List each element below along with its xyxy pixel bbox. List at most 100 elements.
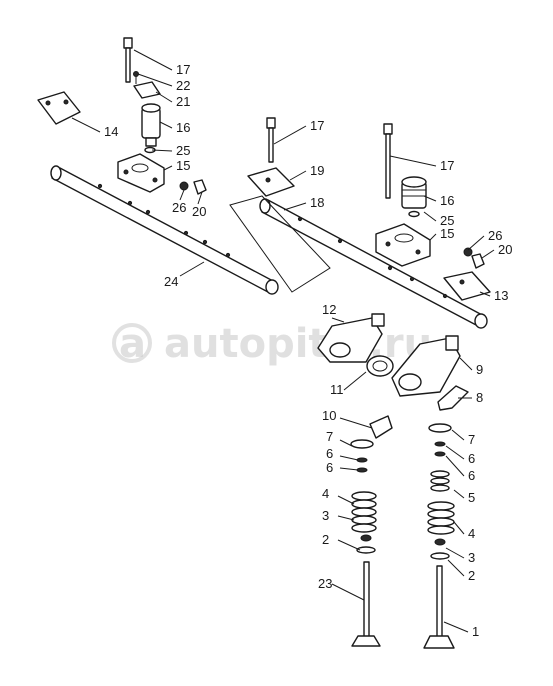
watermark-ring bbox=[112, 323, 152, 363]
callout-leader bbox=[445, 547, 465, 559]
callout-leader bbox=[467, 235, 485, 251]
callout-leader bbox=[423, 195, 437, 202]
callout-number: 12 bbox=[322, 302, 336, 317]
callout-number: 19 bbox=[310, 163, 324, 178]
callout-number: 17 bbox=[440, 158, 454, 173]
right-shaft-bracket bbox=[375, 223, 431, 267]
callout-leader bbox=[339, 417, 373, 429]
callout-number: 17 bbox=[310, 118, 324, 133]
callout-number: 1 bbox=[472, 624, 479, 639]
callout-leader bbox=[133, 49, 173, 71]
callout-leader bbox=[443, 621, 469, 633]
callout-number: 8 bbox=[476, 390, 483, 405]
callout-number: 16 bbox=[176, 120, 190, 135]
callout-leader bbox=[163, 165, 173, 171]
callout-leader bbox=[331, 317, 345, 323]
callout-number: 25 bbox=[176, 143, 190, 158]
callout-leader bbox=[339, 467, 359, 471]
right-end-support bbox=[247, 167, 295, 197]
callout-leader bbox=[445, 455, 465, 477]
rocker-bushing bbox=[366, 355, 394, 377]
callout-number: 18 bbox=[310, 195, 324, 210]
rocker-arm-left bbox=[317, 313, 385, 363]
callout-number: 6 bbox=[468, 468, 475, 483]
callout-number: 5 bbox=[468, 490, 475, 505]
callout-number: 14 bbox=[104, 124, 118, 139]
callout-leader bbox=[453, 489, 465, 499]
left-shaft-bracket bbox=[117, 153, 165, 193]
callout-leader bbox=[283, 202, 307, 211]
right-spring-outer bbox=[427, 501, 455, 535]
right-end-clamp bbox=[443, 271, 491, 301]
right-small-parts bbox=[408, 210, 485, 269]
callout-leader bbox=[337, 515, 355, 521]
callout-leader bbox=[453, 521, 465, 535]
rocker-arm-right bbox=[391, 335, 461, 397]
callout-leader bbox=[289, 170, 307, 181]
callout-leader bbox=[451, 429, 465, 441]
watermark-glyph: a bbox=[119, 321, 146, 367]
callout-number: 15 bbox=[176, 158, 190, 173]
callout-number: 21 bbox=[176, 94, 190, 109]
right-valve-stack bbox=[423, 385, 469, 649]
callout-leader bbox=[481, 249, 495, 259]
callout-leader bbox=[423, 211, 437, 222]
callout-number: 25 bbox=[440, 213, 454, 228]
callout-number: 3 bbox=[468, 550, 475, 565]
callout-leader bbox=[447, 559, 465, 577]
callout-number: 22 bbox=[176, 78, 190, 93]
callout-leader bbox=[155, 91, 173, 103]
callout-leader bbox=[151, 149, 173, 152]
callout-leader bbox=[459, 357, 473, 371]
callout-leader bbox=[71, 117, 101, 133]
callout-number: 11 bbox=[330, 382, 344, 397]
callout-number: 24 bbox=[164, 274, 178, 289]
callout-leader bbox=[273, 125, 307, 145]
callout-leader bbox=[479, 291, 491, 297]
callout-number: 13 bbox=[494, 288, 508, 303]
shaft-outline-hint bbox=[229, 195, 331, 293]
callout-leader bbox=[337, 495, 355, 505]
left-valve-stack bbox=[350, 415, 393, 647]
right-support-post bbox=[401, 176, 427, 209]
callout-number: 2 bbox=[468, 568, 475, 583]
left-bolt bbox=[123, 37, 133, 83]
left-spring bbox=[351, 491, 377, 533]
left-rocker-shaft bbox=[50, 165, 279, 295]
callout-number: 3 bbox=[322, 508, 329, 523]
callout-leader bbox=[389, 155, 437, 167]
callout-number: 16 bbox=[440, 193, 454, 208]
callout-leader bbox=[343, 371, 367, 391]
left-lock-plate bbox=[133, 71, 161, 99]
callout-leader bbox=[339, 455, 359, 461]
callout-number: 23 bbox=[318, 576, 332, 591]
callout-leader bbox=[179, 189, 185, 201]
callout-number: 17 bbox=[176, 62, 190, 77]
callout-leader bbox=[179, 261, 205, 277]
left-small-parts bbox=[144, 146, 207, 195]
callout-number: 6 bbox=[326, 460, 333, 475]
callout-number: 26 bbox=[172, 200, 186, 215]
callout-number: 7 bbox=[468, 432, 475, 447]
callout-number: 15 bbox=[440, 226, 454, 241]
callout-leader bbox=[445, 445, 465, 460]
callout-number: 10 bbox=[322, 408, 336, 423]
right-bolt-middle bbox=[266, 117, 276, 163]
callout-leader bbox=[197, 191, 203, 205]
callout-number: 4 bbox=[322, 486, 329, 501]
callout-number: 9 bbox=[476, 362, 483, 377]
callout-number: 6 bbox=[326, 446, 333, 461]
callout-number: 6 bbox=[468, 451, 475, 466]
callout-leader bbox=[337, 539, 361, 551]
callout-leader bbox=[159, 121, 173, 129]
callout-leader bbox=[339, 439, 353, 447]
watermark-text: autopiter.ru bbox=[164, 321, 432, 367]
callout-number: 4 bbox=[468, 526, 475, 541]
left-support-post bbox=[141, 103, 161, 147]
right-spring-inner bbox=[430, 470, 450, 492]
left-end-support bbox=[37, 91, 81, 125]
callout-number: 26 bbox=[488, 228, 502, 243]
